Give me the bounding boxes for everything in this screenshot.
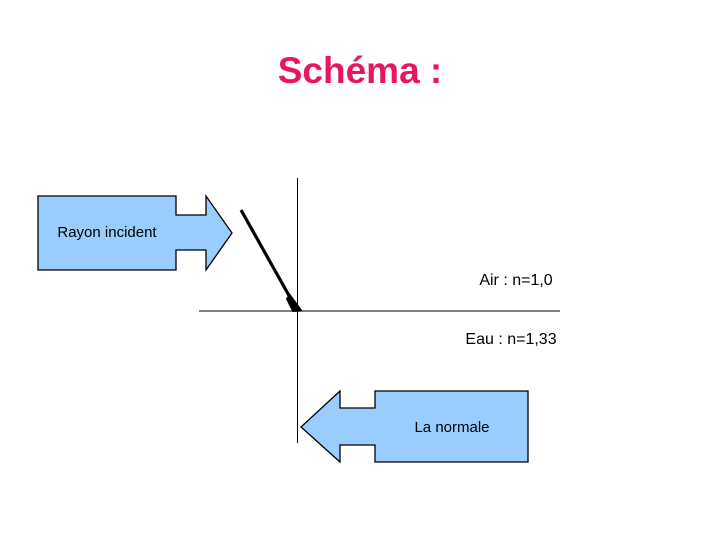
callout-shape-rayon-incident[interactable]: [37, 193, 233, 273]
incident-ray: [239, 209, 298, 309]
callout-shape-la-normale[interactable]: [300, 389, 529, 464]
incidence-point-arrowhead: [286, 293, 303, 312]
page-title: Schéma :: [277, 50, 443, 91]
callout-label-la-normale: La normale: [414, 419, 490, 436]
medium-label-eau: Eau : n=1,33: [465, 331, 557, 348]
medium-label-air: Air : n=1,0: [479, 272, 553, 289]
callout-label-rayon-incident: Rayon incident: [57, 224, 157, 241]
